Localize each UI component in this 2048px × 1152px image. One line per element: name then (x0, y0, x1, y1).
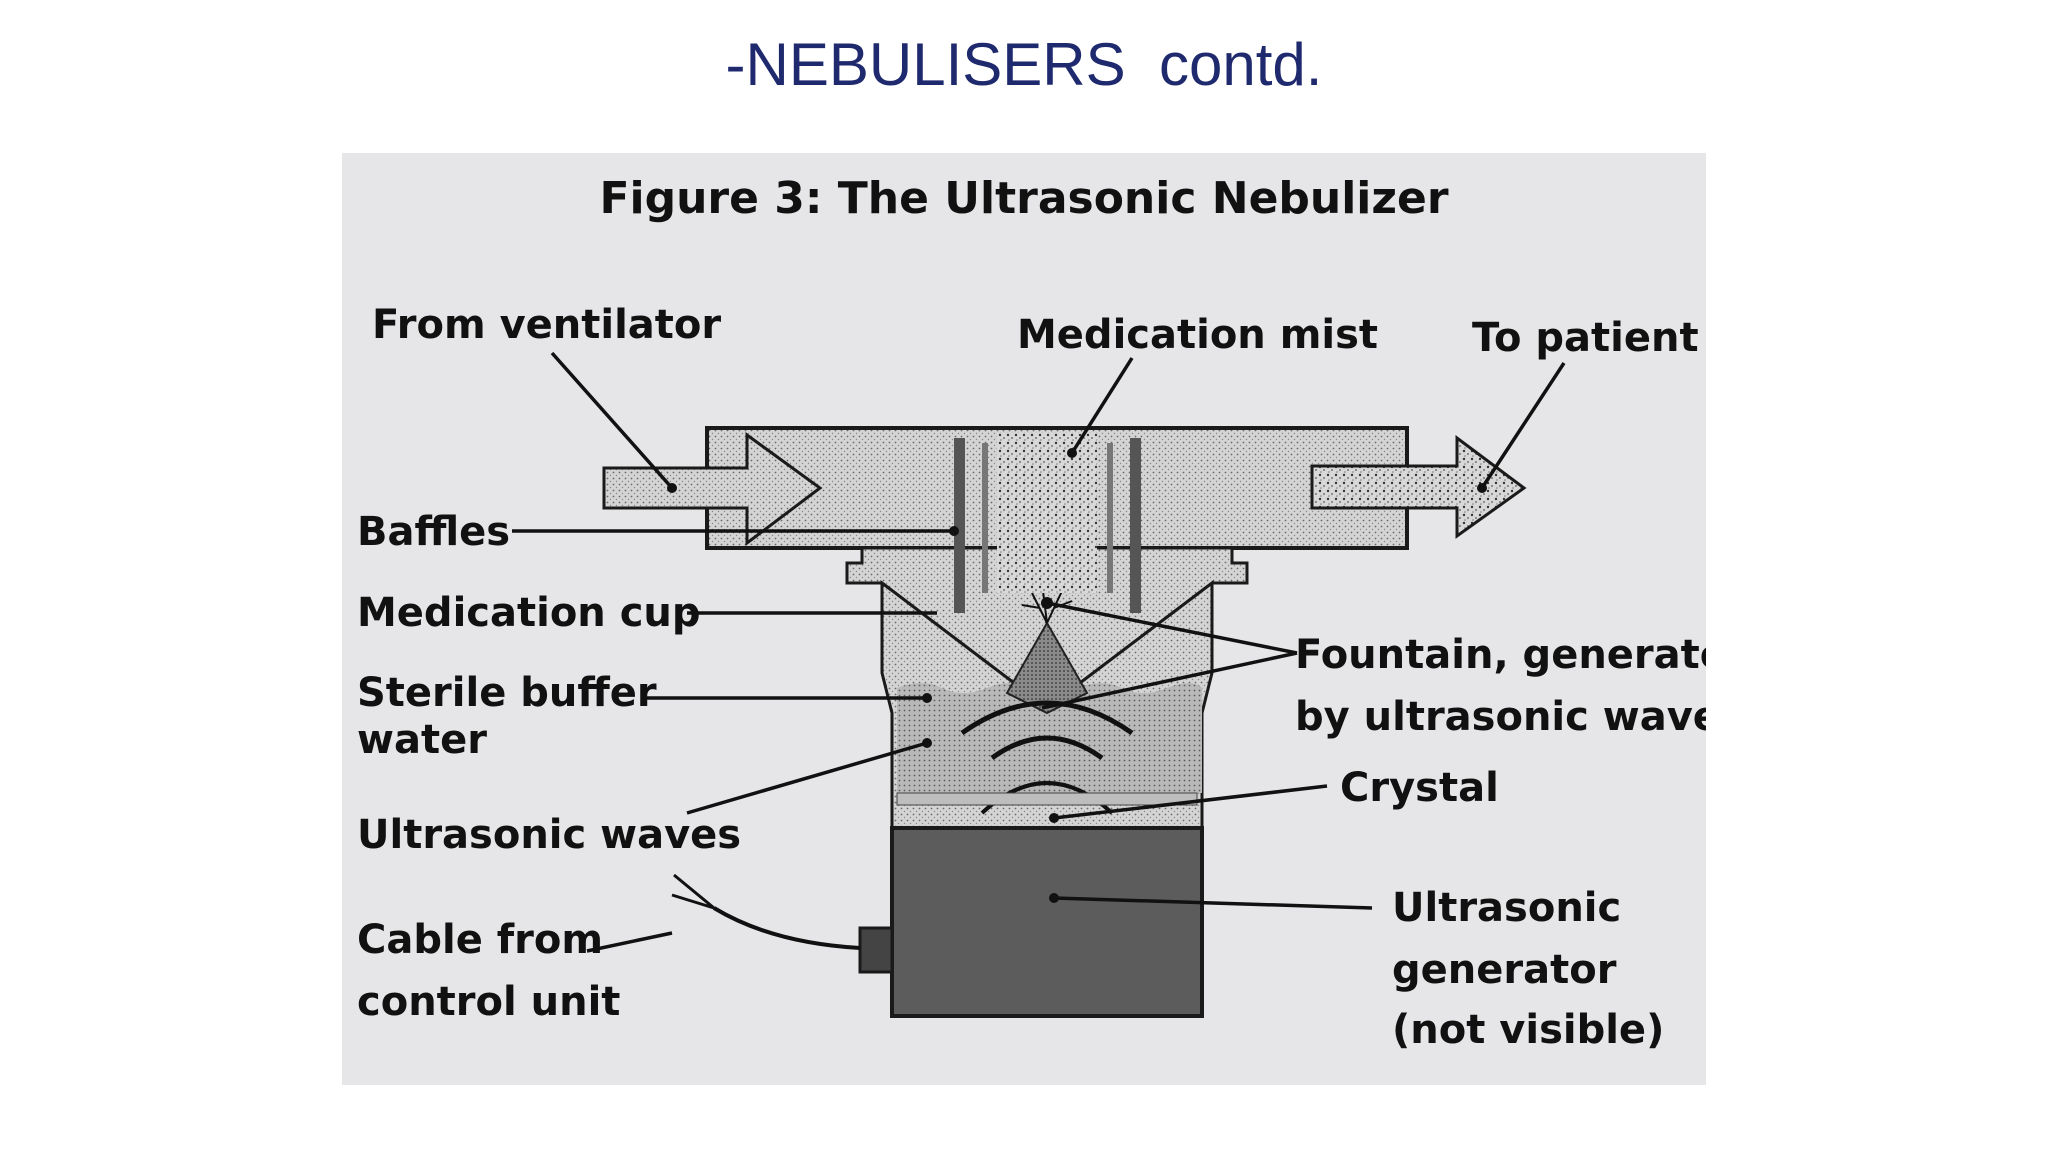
label-baffles: Baffles (357, 509, 510, 555)
generator-box (858, 826, 1204, 1018)
label-generator: generator (1392, 947, 1617, 993)
label-ultrasonic-waves: Ultrasonic waves (357, 812, 741, 858)
label-to-patient: To patient (1472, 315, 1699, 361)
outlet-arrow (1310, 435, 1527, 539)
label-control-unit: control unit (357, 979, 620, 1025)
label-not-visible: (not visible) (1392, 1007, 1664, 1053)
label-water: water (357, 717, 487, 763)
nebulizer-diagram: Figure 3: The Ultrasonic Nebulizer (357, 173, 1706, 1053)
label-medication-mist: Medication mist (1017, 312, 1378, 358)
label-from-ventilator: From ventilator (372, 302, 721, 348)
label-fountain: Fountain, generated (1295, 632, 1706, 678)
label-crystal: Crystal (1340, 765, 1499, 811)
leader-lines (512, 351, 1566, 953)
inlet-arrow (602, 432, 823, 547)
figure-panel: Figure 3: The Ultrasonic Nebulizer (342, 153, 1706, 1085)
label-ultrasonic-generator: Ultrasonic (1392, 885, 1621, 931)
leader-dots (667, 448, 1487, 903)
mist-column (997, 433, 1097, 593)
label-medication-cup: Medication cup (357, 590, 701, 636)
slide-title: -NEBULISERS contd. (725, 31, 1323, 98)
baffles-shape (954, 438, 1141, 613)
cable-shape (671, 873, 861, 950)
label-cable-from: Cable from (357, 917, 603, 963)
crystal-shape (896, 792, 1198, 806)
figure-title: Figure 3: The Ultrasonic Nebulizer (599, 173, 1448, 224)
label-sterile-buffer: Sterile buffer (357, 670, 657, 716)
label-fountain-2: by ultrasonic waves (1295, 694, 1706, 740)
